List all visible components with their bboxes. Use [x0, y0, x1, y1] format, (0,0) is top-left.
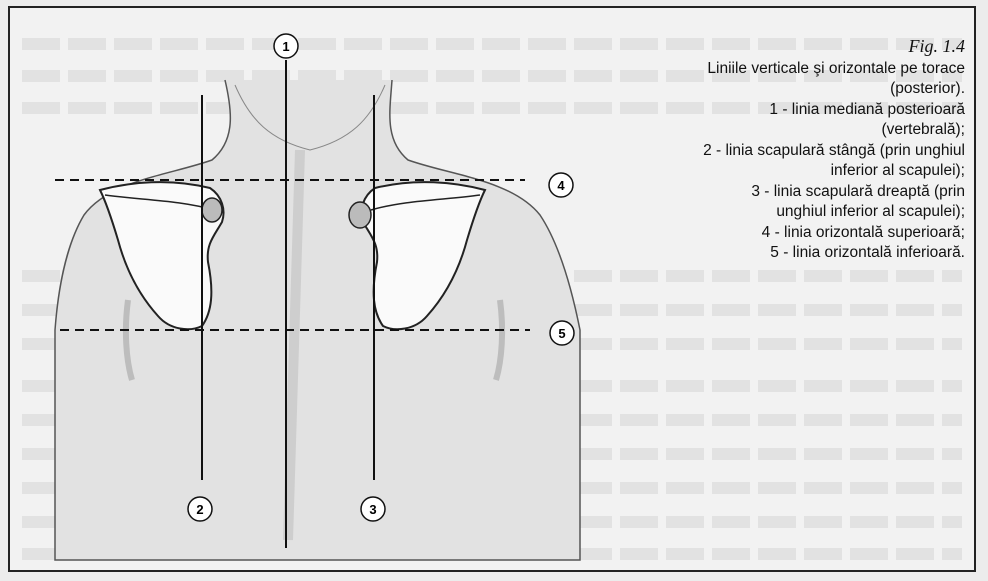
marker-3: 3 [361, 497, 385, 521]
marker-1-label: 1 [282, 39, 289, 54]
marker-1: 1 [274, 34, 298, 58]
figure-title: Fig. 1.4 [585, 36, 965, 57]
caption-line: 5 - linia orizontală inferioară. [585, 243, 965, 264]
marker-3-label: 3 [369, 502, 376, 517]
figure-caption: Fig. 1.4 Liniile verticale şi orizontale… [585, 36, 965, 264]
marker-2-label: 2 [196, 502, 203, 517]
caption-line: 3 - linia scapulară dreaptă (prin [585, 182, 965, 203]
marker-5-label: 5 [558, 326, 565, 341]
caption-line: unghiul inferior al scapulei); [585, 202, 965, 223]
caption-line: (posterior). [585, 79, 965, 100]
right-shoulder-joint [349, 202, 371, 228]
caption-line: 2 - linia scapulară stângă (prin unghiul [585, 141, 965, 162]
caption-line: 4 - linia orizontală superioară; [585, 223, 965, 244]
caption-line: inferior al scapulei); [585, 161, 965, 182]
marker-5: 5 [550, 321, 574, 345]
marker-4-label: 4 [557, 178, 565, 193]
caption-line: Liniile verticale şi orizontale pe torac… [585, 59, 965, 80]
caption-line: (vertebrală); [585, 120, 965, 141]
marker-4: 4 [549, 173, 573, 197]
marker-2: 2 [188, 497, 212, 521]
left-shoulder-joint [202, 198, 222, 222]
caption-line: 1 - linia mediană posterioară [585, 100, 965, 121]
